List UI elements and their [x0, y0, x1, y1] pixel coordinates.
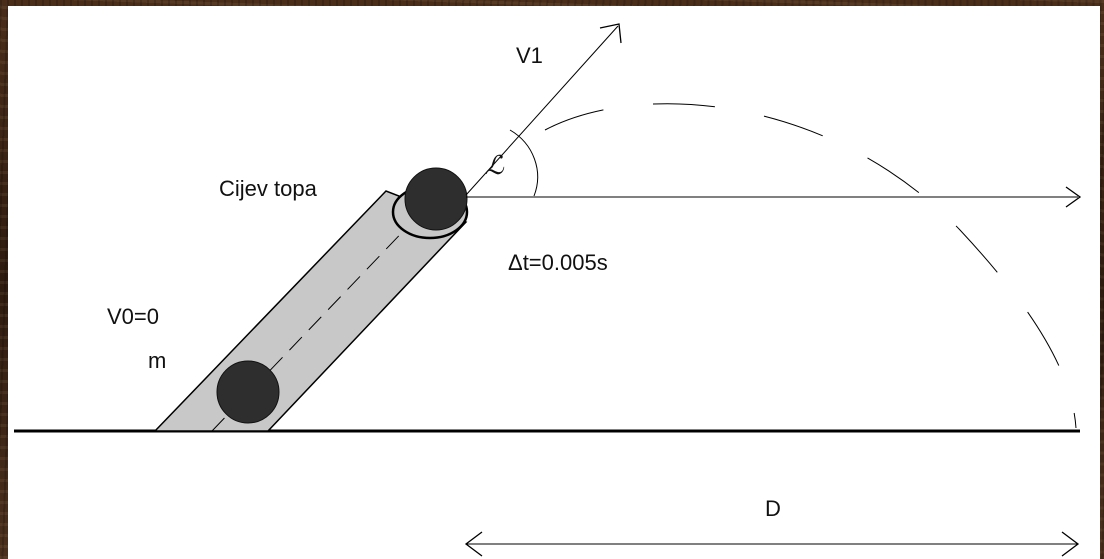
- diagram-canvas: [8, 6, 1100, 559]
- delta-t-label: Δt=0.005s: [508, 250, 608, 275]
- v0-label: V0=0: [107, 304, 159, 329]
- v1-label: V1: [516, 43, 543, 68]
- ball-bottom: [216, 360, 280, 424]
- angle-arc: [509, 129, 539, 197]
- horizontal-arrowhead: [1065, 186, 1082, 208]
- ball-top: [404, 167, 468, 231]
- cannon-barrel-label: Cijev topa: [219, 176, 317, 201]
- trajectory-path: [544, 103, 1077, 429]
- distance-arrow-right: [1061, 531, 1080, 557]
- distance-arrow-left: [464, 531, 483, 557]
- v1-arrowhead: [599, 23, 622, 44]
- barrel-axis: [211, 196, 437, 432]
- angle-alpha-label: ℒ: [485, 151, 504, 181]
- mass-label: m: [148, 348, 167, 373]
- distance-label: D: [765, 496, 781, 521]
- v1-vector: [465, 25, 619, 196]
